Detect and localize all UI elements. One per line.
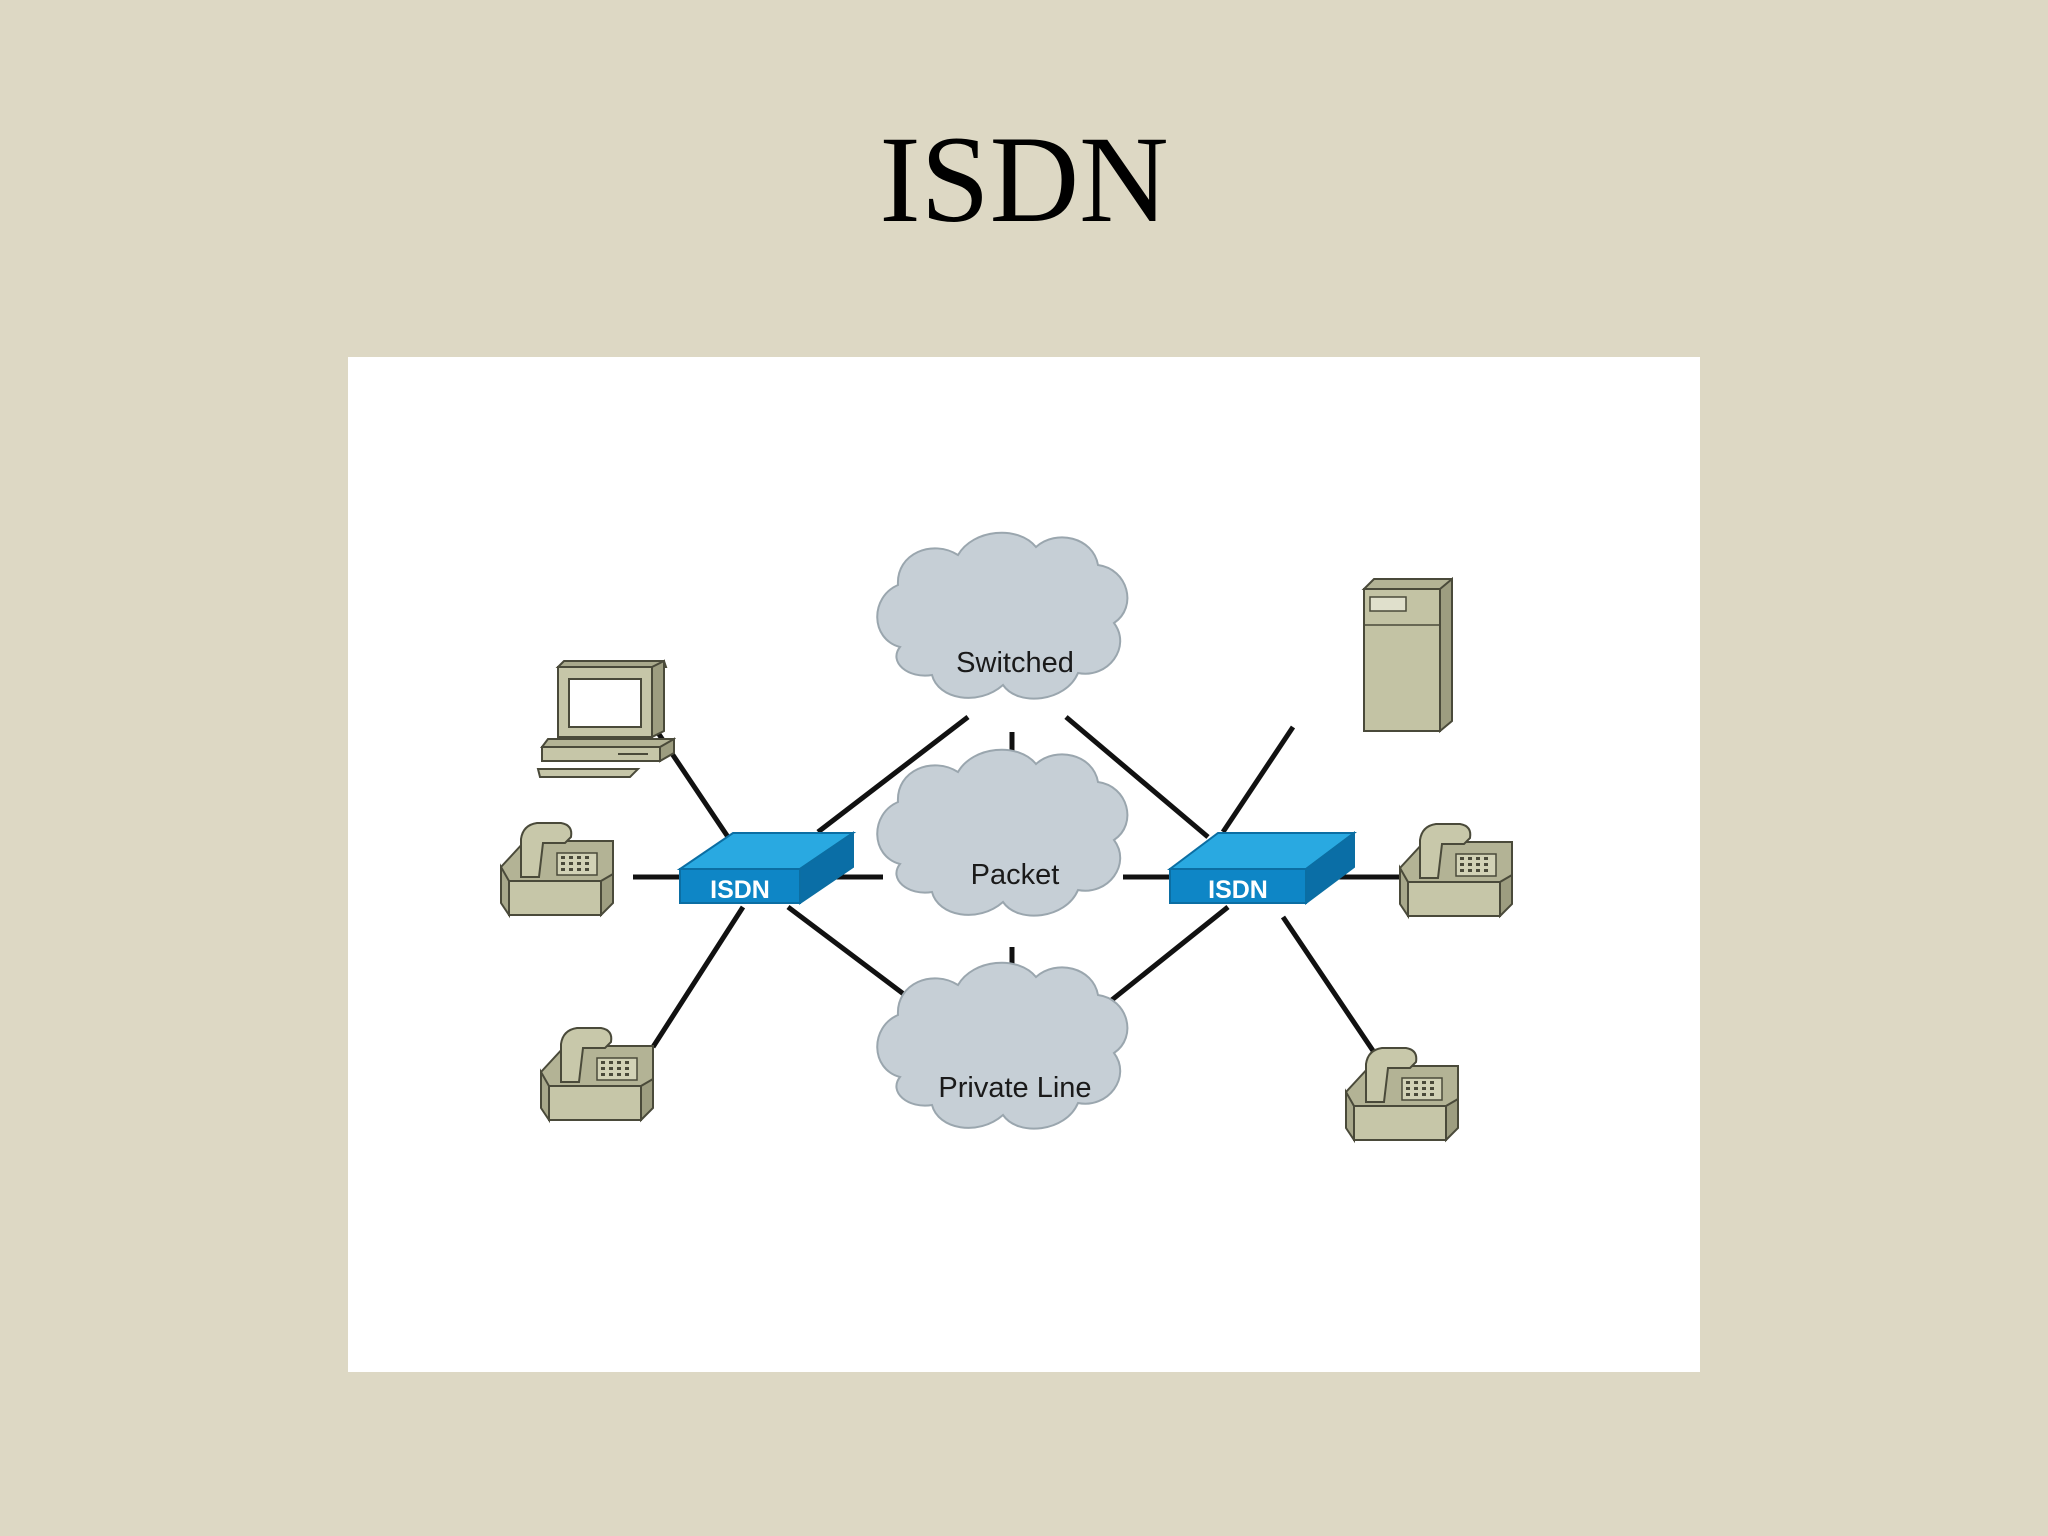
server (1361, 576, 1453, 734)
telephone-left (500, 822, 614, 916)
link-switch-right-phone-lower-right (1280, 915, 1391, 1075)
computer (536, 659, 676, 778)
telephone-icon (1399, 823, 1513, 917)
cloud-icon (876, 531, 1129, 700)
diagram-panel: Switched Packet Private Line ISDN (348, 357, 1700, 1372)
link-switch-right-server (1220, 725, 1296, 834)
isdn-switch-right-label: ISDN (1208, 876, 1268, 904)
telephone-icon (1345, 1047, 1459, 1141)
telephone-lower-left (540, 1027, 654, 1121)
server-icon (1361, 576, 1453, 734)
slide-title: ISDN (879, 111, 1169, 248)
cloud-icon (876, 748, 1129, 917)
telephone-lower-right (1345, 1047, 1459, 1141)
cloud-label-private-line: Private Line (938, 1072, 1091, 1104)
link-phone-lower-left-switch (650, 905, 746, 1049)
cloud-packet: Packet (876, 748, 1129, 917)
computer-icon (536, 659, 676, 778)
cloud-label-packet: Packet (971, 859, 1060, 891)
cloud-switched: Switched (876, 531, 1129, 700)
isdn-switch-left-label: ISDN (710, 876, 770, 904)
cloud-icon (876, 961, 1129, 1130)
telephone-right (1399, 823, 1513, 917)
isdn-switch-right: ISDN (1167, 831, 1357, 905)
cloud-label-switched: Switched (956, 647, 1074, 679)
isdn-switch-icon (676, 831, 857, 905)
isdn-switch-icon (1167, 831, 1357, 905)
telephone-icon (500, 822, 614, 916)
telephone-icon (540, 1027, 654, 1121)
link-switched-switch-right (1064, 715, 1210, 839)
cloud-private-line: Private Line (876, 961, 1129, 1130)
network-diagram: Switched Packet Private Line ISDN (500, 531, 1513, 1141)
isdn-switch-left: ISDN (676, 831, 857, 905)
link-switch-left-switched (816, 715, 970, 834)
